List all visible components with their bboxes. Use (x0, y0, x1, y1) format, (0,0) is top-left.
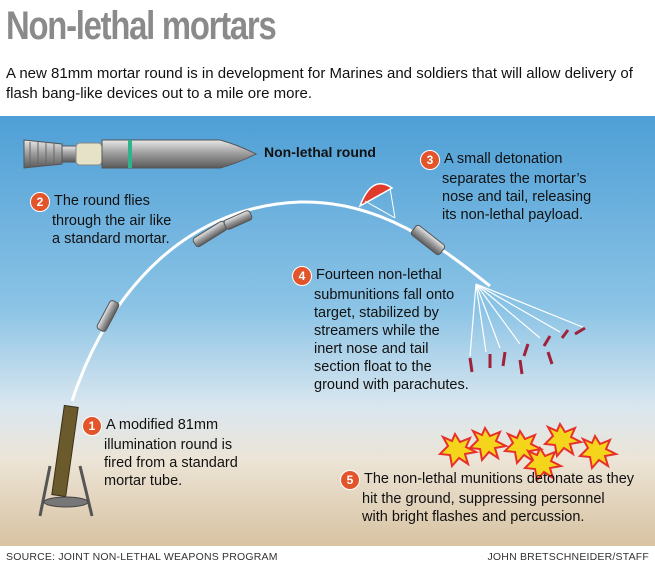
artist-credit: JOHN BRETSCHNEIDER/STAFF (487, 551, 649, 563)
step-number-badge: 4 (292, 266, 312, 286)
page-title: Non-lethal mortars (6, 4, 277, 48)
round-label: Non-lethal round (264, 144, 376, 160)
diagram-graphics (23, 139, 620, 517)
mortar-round-illustration (23, 139, 258, 169)
page-subtitle: A new 81mm mortar round is in developmen… (6, 65, 633, 102)
step-number-badge: 3 (420, 150, 440, 170)
step-number-badge: 1 (82, 416, 102, 436)
mortar-tube-illustration (38, 404, 94, 517)
submunitions (468, 326, 586, 375)
round-in-flight-1 (96, 300, 120, 332)
flash-bursts (437, 421, 620, 483)
round-separating (410, 224, 446, 256)
round-in-flight-3 (223, 210, 253, 230)
submunitions-spray (469, 283, 586, 357)
source-credit: SOURCE: JOINT NON-LETHAL WEAPONS PROGRAM (6, 551, 278, 563)
step-number-badge: 2 (30, 192, 50, 212)
step-number-badge: 5 (340, 470, 360, 490)
parachute-icon (358, 183, 396, 219)
